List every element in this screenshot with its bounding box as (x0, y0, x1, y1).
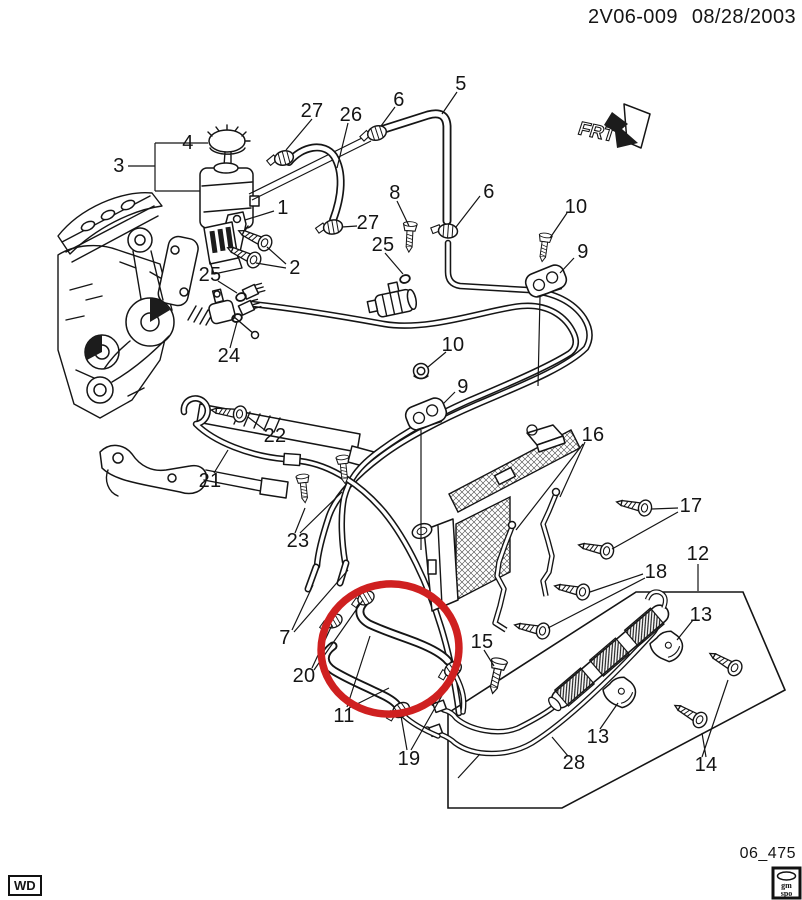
part-callout: 24 (217, 345, 241, 367)
cooler-line-brackets (492, 487, 561, 633)
sheet-number: 06_475 (739, 845, 796, 862)
radiator (411, 424, 581, 612)
part-callout: 26 (339, 104, 363, 126)
part-callout: 11 (333, 705, 355, 727)
part-callout: 25 (371, 234, 395, 256)
part-callout: 2 (289, 257, 301, 279)
part-callout: 6 (483, 181, 495, 203)
part-callout: 19 (397, 748, 421, 770)
part-callout: 22 (263, 425, 287, 447)
part-callout: 4 (182, 132, 194, 154)
part-callout: 23 (286, 530, 310, 552)
part-callout: 1 (277, 197, 289, 219)
doc-code: 2V06-009 (587, 6, 678, 28)
part-callout: 9 (577, 241, 589, 263)
callout-leader-lines (128, 91, 729, 779)
steering-gear (187, 288, 260, 340)
frt-direction-indicator: FRT (575, 103, 651, 149)
doc-date: 08/28/2003 (691, 6, 796, 28)
part-callout: 28 (562, 752, 586, 774)
part-callout: 18 (644, 561, 668, 583)
part-callout: 14 (694, 754, 718, 776)
part-callout: 5 (455, 73, 467, 95)
wd-badge: WD (8, 875, 42, 896)
part-callout: 13 (689, 604, 713, 626)
part-callout: 20 (292, 665, 316, 687)
part-callout: 12 (686, 543, 710, 565)
part-callout: 17 (679, 495, 703, 517)
part-callout: 9 (457, 376, 469, 398)
gm-spo-logo: gm spo (771, 866, 802, 900)
drawing-header: 2V06-009 08/28/2003 (588, 6, 796, 29)
power-steering-pipes (180, 109, 593, 717)
part-callout: 3 (113, 155, 125, 177)
fluid-cooler (424, 589, 689, 757)
fluid-reservoir (199, 124, 260, 275)
clamps-and-fasteners (209, 122, 746, 731)
logo-line2: spo (781, 889, 793, 898)
engine-assembly (57, 191, 199, 419)
gear-valve-body (366, 281, 418, 318)
part-callout: 7 (279, 627, 291, 649)
part-callout: 27 (356, 212, 380, 234)
part-callout: 15 (470, 631, 494, 653)
part-callout: 21 (198, 470, 222, 492)
part-callout: 27 (300, 100, 324, 122)
logo-line1: gm (781, 881, 792, 890)
part-callout: 10 (564, 196, 588, 218)
part-callout: 6 (393, 89, 405, 111)
highlight-circle (317, 580, 463, 718)
part-callout: 16 (581, 424, 605, 446)
part-callout: 8 (389, 182, 401, 204)
part-callout: 10 (441, 334, 465, 356)
part-callout: 13 (586, 726, 610, 748)
part-callout: 25 (198, 264, 222, 286)
